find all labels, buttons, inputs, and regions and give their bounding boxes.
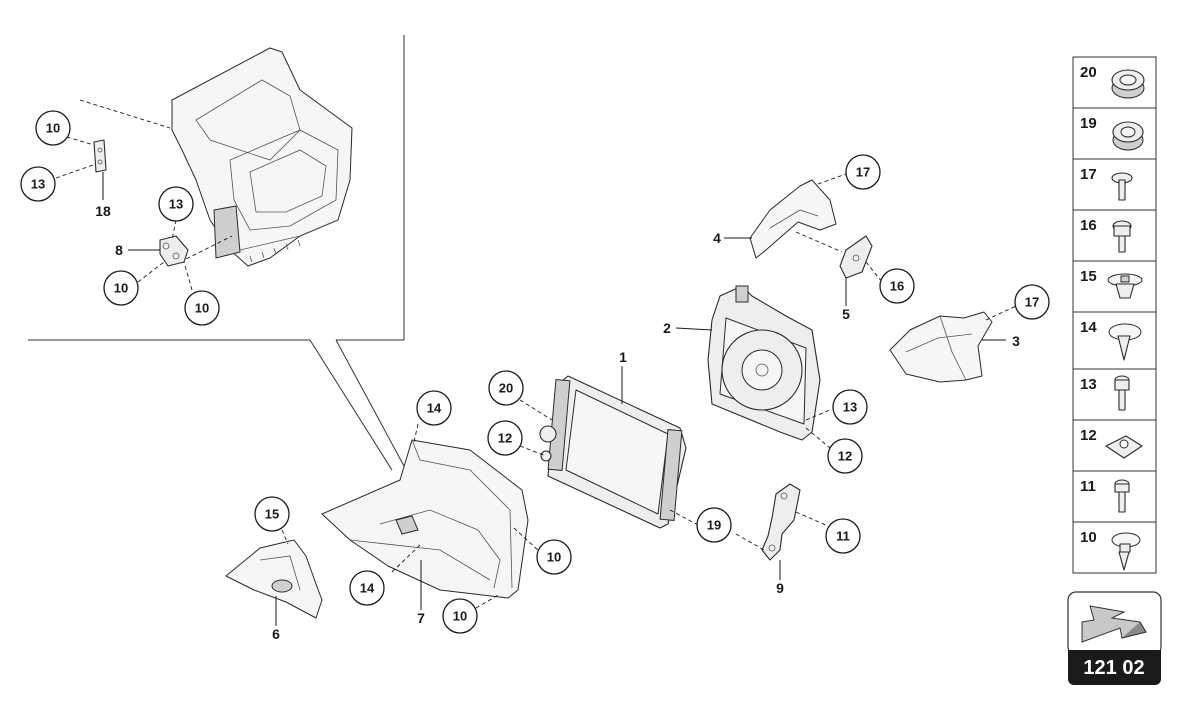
bolt-icon — [1114, 375, 1130, 411]
svg-text:11: 11 — [836, 529, 850, 544]
label-5: 5 — [842, 306, 850, 322]
grommet-icon — [1112, 121, 1144, 151]
air-guide-3 — [889, 311, 993, 383]
deflector-6 — [225, 539, 323, 619]
legend-row-12: 12 — [1072, 419, 1157, 472]
callout-15: 15 — [254, 496, 290, 532]
svg-text:12: 12 — [1080, 427, 1097, 444]
svg-text:19: 19 — [1080, 115, 1097, 132]
svg-text:13: 13 — [31, 177, 45, 192]
svg-text:13: 13 — [169, 197, 183, 212]
bolt-icon — [1114, 479, 1130, 513]
svg-text:10: 10 — [46, 121, 60, 136]
callout-20: 20 — [488, 370, 524, 406]
legend-row-19: 19 — [1072, 107, 1157, 160]
svg-text:15: 15 — [265, 507, 279, 522]
callout-10-c: 10 — [184, 290, 220, 326]
main-labels: 1 2 3 4 5 6 7 8 9 18 — [95, 203, 1020, 642]
callout-17-a: 17 — [845, 154, 881, 190]
screw-icon — [1111, 532, 1141, 571]
label-7: 7 — [417, 610, 425, 626]
svg-text:20: 20 — [499, 381, 513, 396]
screw-icon — [1112, 220, 1132, 253]
svg-text:14: 14 — [1080, 319, 1097, 336]
svg-text:11: 11 — [1080, 478, 1096, 495]
callout-10-e: 10 — [442, 598, 478, 634]
svg-text:10: 10 — [547, 550, 561, 565]
callout-13-b: 13 — [158, 186, 194, 222]
callouts: 10 13 13 10 10 17 16 17 20 12 13 12 14 1… — [20, 110, 1050, 634]
legend-row-15: 15 — [1072, 260, 1157, 313]
fan-shroud-2 — [707, 285, 821, 441]
callout-17-b: 17 — [1014, 284, 1050, 320]
svg-text:12: 12 — [838, 449, 852, 464]
svg-text:17: 17 — [1025, 295, 1039, 310]
callout-13-a: 13 — [20, 166, 56, 202]
detail-inset-frame — [28, 35, 405, 471]
legend-row-20: 20 — [1072, 56, 1157, 109]
inset-air-duct — [171, 47, 353, 267]
radiator-1 — [539, 375, 687, 529]
callout-12-a: 12 — [487, 420, 523, 456]
fastener-legend: 20 19 17 — [1072, 56, 1157, 574]
callout-13-c: 13 — [832, 389, 868, 425]
bracket-8 — [159, 235, 189, 267]
legend-row-10: 10 — [1072, 521, 1157, 574]
svg-text:13: 13 — [843, 400, 857, 415]
callout-10-d: 10 — [536, 539, 572, 575]
legend-row-11: 11 — [1072, 470, 1157, 523]
svg-text:12: 12 — [498, 431, 512, 446]
callout-14-a: 14 — [416, 390, 452, 426]
svg-text:13: 13 — [1080, 376, 1097, 393]
label-2: 2 — [663, 320, 671, 336]
legend-row-16: 16 — [1072, 209, 1157, 262]
callout-16: 16 — [879, 268, 915, 304]
svg-text:10: 10 — [453, 609, 467, 624]
nut-clip-icon — [1105, 435, 1143, 459]
svg-text:14: 14 — [360, 581, 375, 596]
callout-10-a: 10 — [35, 110, 71, 146]
grommet-icon — [1111, 69, 1145, 99]
bracket-5 — [839, 235, 873, 279]
callout-12-b: 12 — [827, 438, 863, 474]
bracket-18 — [93, 139, 107, 173]
direction-badge: 121 02 — [1067, 591, 1162, 685]
label-1: 1 — [619, 349, 627, 365]
screw-icon — [1111, 172, 1133, 201]
svg-text:10: 10 — [195, 301, 209, 316]
svg-text:15: 15 — [1080, 268, 1097, 285]
clip-icon — [1107, 273, 1143, 299]
callout-19: 19 — [696, 507, 732, 543]
svg-text:19: 19 — [707, 518, 721, 533]
callout-10-b: 10 — [103, 270, 139, 306]
diagram-number: 121 02 — [1083, 657, 1144, 679]
legend-row-14: 14 — [1072, 311, 1157, 370]
callout-11: 11 — [825, 518, 861, 554]
svg-text:20: 20 — [1080, 64, 1097, 81]
screw-icon — [1108, 323, 1142, 361]
label-18: 18 — [95, 203, 111, 219]
air-duct-7 — [321, 439, 529, 599]
svg-text:16: 16 — [890, 279, 904, 294]
svg-text:10: 10 — [114, 281, 128, 296]
callout-14-b: 14 — [349, 570, 385, 606]
svg-text:16: 16 — [1080, 217, 1097, 234]
label-4: 4 — [713, 230, 721, 246]
arrow-icon — [1081, 605, 1147, 643]
bracket-9 — [761, 483, 801, 561]
legend-row-13: 13 — [1072, 368, 1157, 421]
svg-text:17: 17 — [856, 165, 870, 180]
label-8: 8 — [115, 242, 123, 258]
legend-row-17: 17 — [1072, 158, 1157, 211]
svg-text:17: 17 — [1080, 166, 1097, 183]
svg-text:14: 14 — [427, 401, 442, 416]
label-6: 6 — [272, 626, 280, 642]
svg-text:10: 10 — [1080, 529, 1097, 546]
air-guide-4 — [749, 179, 837, 259]
label-3: 3 — [1012, 333, 1020, 349]
label-9: 9 — [776, 580, 784, 596]
